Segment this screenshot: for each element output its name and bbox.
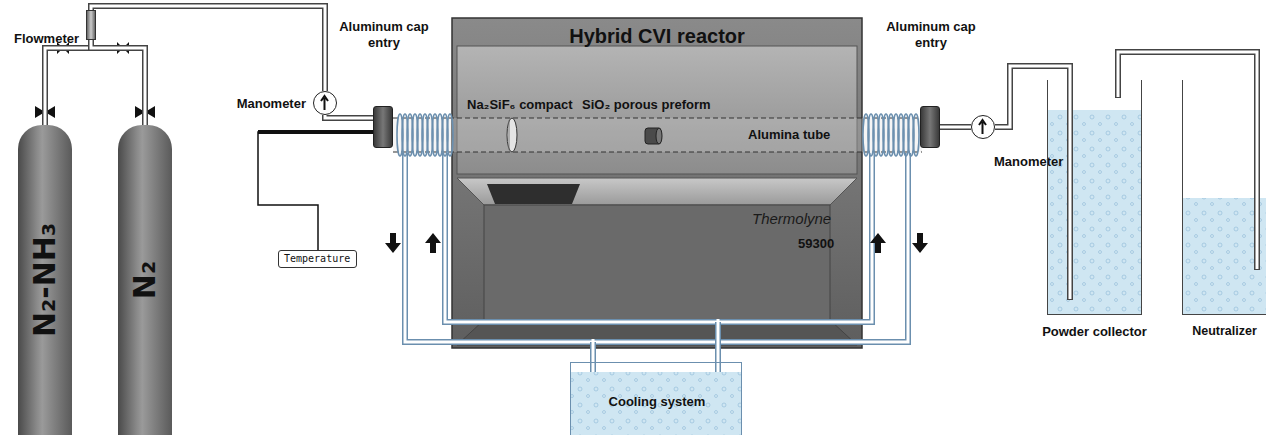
node-label: Temperature [279, 251, 356, 267]
gas-cylinder: N₂ [118, 125, 172, 435]
pipe-bore [1118, 52, 1257, 80]
node-label: N₂ [127, 261, 163, 299]
water-bubbles [1183, 198, 1266, 315]
gas-pipe [91, 6, 325, 91]
pipe-wall [1118, 52, 1257, 80]
aluminum-cap: Aluminum cap entry [920, 106, 940, 148]
neutralizer: Neutralizer [1182, 80, 1266, 315]
gauge-needle [314, 92, 335, 113]
water-bubbles [1048, 110, 1141, 315]
part-label: Na₂SiF₆ compact [467, 97, 573, 112]
pipe-wall [940, 124, 971, 130]
manometer: Manometer [313, 91, 337, 115]
manometer: Manometer [971, 115, 995, 139]
node-label: Aluminum cap entry [881, 19, 981, 50]
pipe-bore [995, 66, 1070, 127]
gas-pipe [940, 127, 971, 128]
preform-face [656, 128, 662, 144]
node-label: Cooling system [571, 394, 743, 410]
compact-edge [509, 120, 510, 150]
coil-turn [913, 114, 919, 156]
tube-wall [393, 118, 922, 119]
furnace-shelf [457, 178, 857, 205]
powder-collector: Powder collector [1047, 80, 1142, 315]
pipe-bore [91, 6, 325, 91]
gas-pipe [995, 66, 1070, 127]
node-label: Flowmeter [14, 31, 79, 47]
alumina-tube [393, 118, 922, 152]
valves [35, 42, 155, 118]
pipe-bore [91, 40, 145, 125]
pipe-wall [45, 40, 91, 125]
coil-turn [447, 114, 453, 156]
cooling-pipes [405, 153, 908, 385]
gas-cylinder: N₂-NH₃ [18, 125, 72, 435]
part-label: Alumina tube [748, 127, 830, 142]
thermocouple-wire [258, 132, 373, 250]
part-label: SiO₂ porous preform [582, 97, 711, 112]
water [1048, 110, 1141, 315]
node-label: Hybrid CVI reactor [452, 24, 862, 48]
node-label: N₂-NH₃ [27, 223, 63, 337]
coils [397, 114, 919, 156]
compact-disc [507, 118, 517, 152]
node-label: Manometer [994, 154, 1063, 170]
pipe-wall [995, 66, 1070, 127]
water [1183, 198, 1266, 315]
pipe-wall [325, 115, 373, 118]
furnace: Hybrid CVI reactorThermolyne 59300 [452, 18, 862, 348]
gas-pipe [325, 115, 373, 118]
tube-wall [393, 152, 922, 153]
node-label: 59300 [798, 236, 834, 252]
cooling-tank: Cooling system [570, 362, 742, 435]
wire [258, 132, 373, 250]
node-label: Neutralizer [1192, 324, 1257, 339]
node-label: Aluminum cap entry [334, 19, 434, 50]
gas-pipe [1118, 52, 1257, 80]
flow-arrows [385, 233, 928, 253]
pipe-bore [940, 126, 971, 129]
gas-pipe [91, 40, 145, 125]
furnace-slot [487, 184, 580, 204]
pipe-wall [91, 40, 145, 125]
preform [645, 128, 661, 144]
flowmeter: Flowmeter [86, 10, 96, 40]
dip-tubes [1070, 78, 1257, 300]
aluminum-cap: Aluminum cap entry [373, 106, 393, 148]
pipe-wall [91, 6, 325, 91]
temperature-box: Temperature [278, 250, 357, 268]
node-label: Manometer [237, 96, 306, 112]
furnace-body [452, 18, 862, 348]
pipe-bore [325, 115, 373, 118]
gas-pipe [45, 40, 91, 125]
furnace-chamber [457, 46, 857, 174]
gauge-needle [972, 116, 993, 137]
node-label: Thermolyne [752, 210, 831, 228]
node-label: Powder collector [1042, 324, 1147, 340]
pipe-bore [45, 40, 91, 125]
